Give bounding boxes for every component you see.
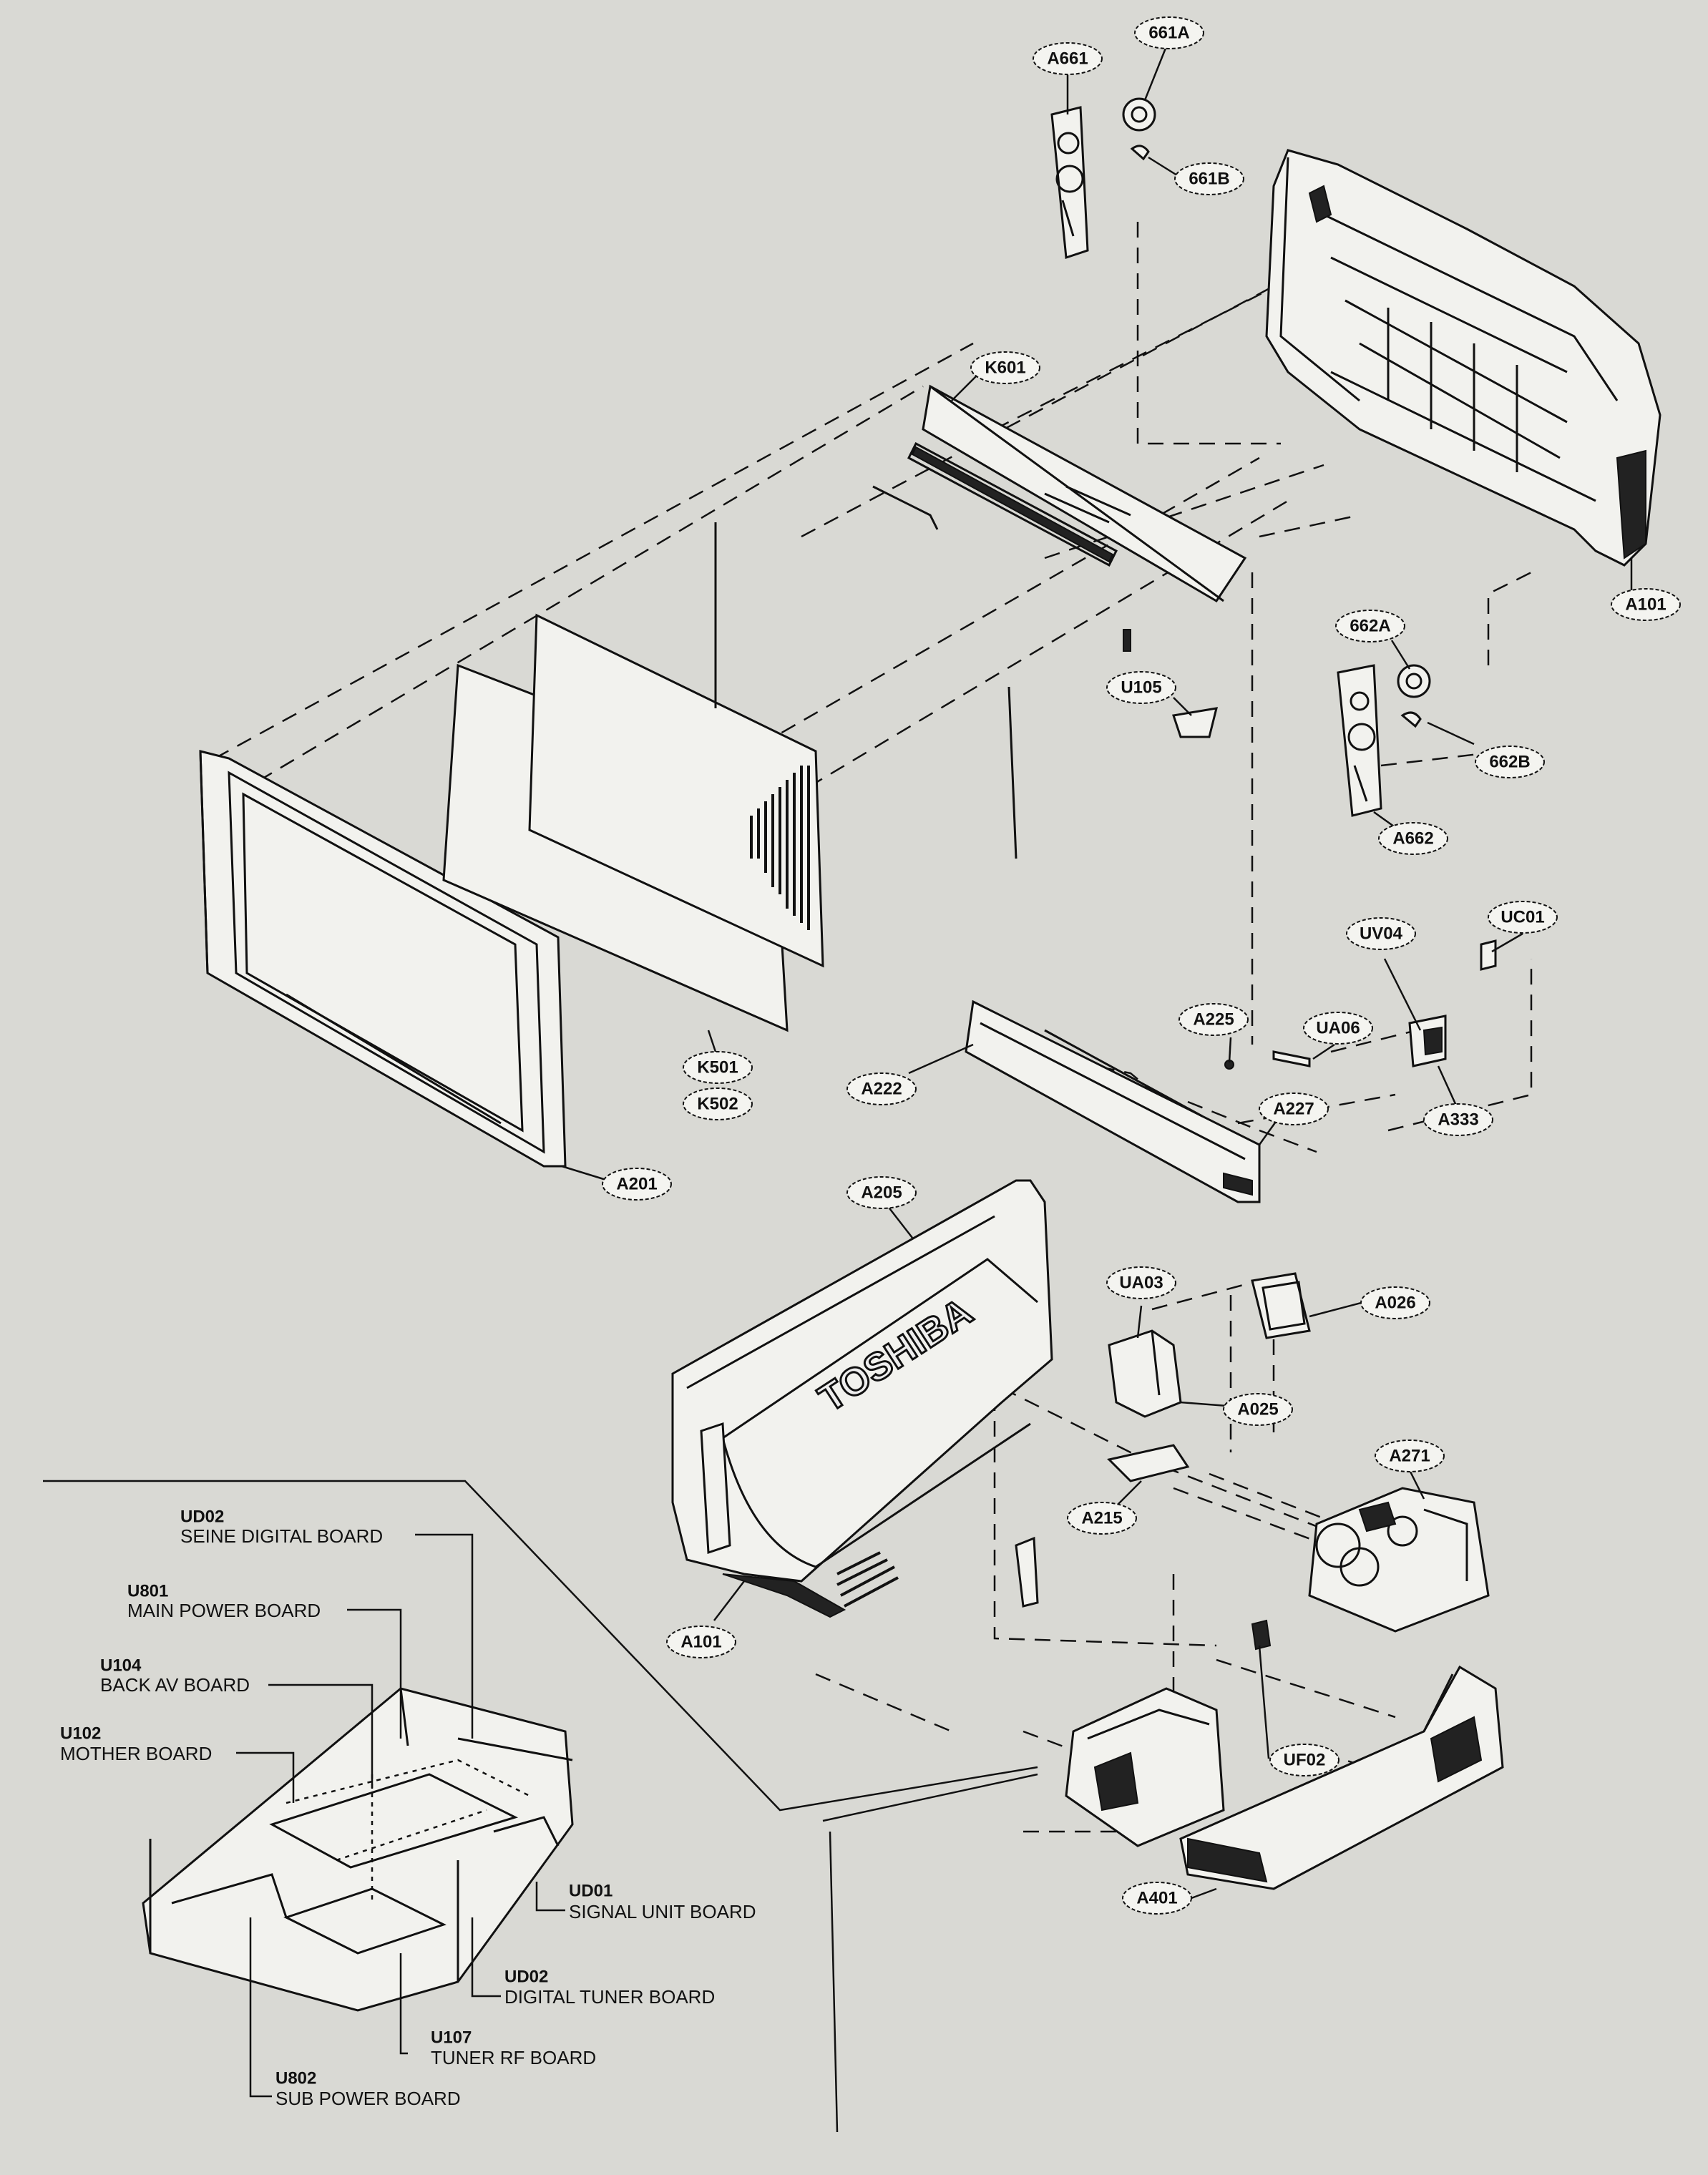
board-code: U102 xyxy=(60,1724,101,1744)
callout-661a: 661A xyxy=(1134,16,1204,49)
callout-662a: 662A xyxy=(1335,610,1405,642)
board-code: UD02 xyxy=(180,1507,224,1527)
svg-text:UA06: UA06 xyxy=(1316,1019,1360,1038)
callout-u105: U105 xyxy=(1106,671,1176,704)
board-name: MOTHER BOARD xyxy=(60,1743,212,1764)
svg-text:U105: U105 xyxy=(1121,678,1161,698)
svg-text:UF02: UF02 xyxy=(1284,1751,1326,1770)
svg-text:A661: A661 xyxy=(1047,49,1088,69)
board-labels: UD02 SEINE DIGITAL BOARD U801 MAIN POWER… xyxy=(60,1507,756,2110)
callout-uf02: UF02 xyxy=(1269,1744,1339,1776)
svg-text:A662: A662 xyxy=(1392,829,1433,849)
callout-a205: A205 xyxy=(846,1176,917,1209)
uv04-uc01-a333 xyxy=(1408,939,1497,1067)
callout-662b: 662B xyxy=(1475,746,1545,778)
svg-text:A101: A101 xyxy=(1625,595,1666,615)
callout-a025: A025 xyxy=(1223,1393,1293,1426)
svg-text:A333: A333 xyxy=(1438,1110,1478,1130)
board-code: U801 xyxy=(127,1582,168,1601)
speaker-left xyxy=(1050,97,1156,260)
svg-text:A026: A026 xyxy=(1375,1294,1415,1313)
rear-cabinet xyxy=(1265,149,1661,567)
callout-a227: A227 xyxy=(1259,1093,1329,1125)
callout-661b: 661B xyxy=(1174,162,1244,195)
svg-text:662A: 662A xyxy=(1350,617,1390,636)
board-name: MAIN POWER BOARD xyxy=(127,1600,321,1621)
board-name: SIGNAL UNIT BOARD xyxy=(569,1901,756,1922)
callout-ua03: UA03 xyxy=(1106,1266,1176,1299)
board-leaders xyxy=(236,1533,565,2098)
board-name: TUNER RF BOARD xyxy=(431,2047,596,2068)
panel-hatching xyxy=(750,766,810,930)
svg-text:A222: A222 xyxy=(861,1080,902,1099)
callout-a662: A662 xyxy=(1378,822,1448,855)
svg-text:A225: A225 xyxy=(1193,1010,1234,1030)
svg-text:UC01: UC01 xyxy=(1500,908,1544,927)
svg-text:661B: 661B xyxy=(1189,170,1229,189)
svg-text:K601: K601 xyxy=(985,358,1025,378)
callout-a101-top: A101 xyxy=(1611,588,1681,621)
svg-text:662B: 662B xyxy=(1489,753,1530,772)
svg-text:661A: 661A xyxy=(1148,24,1189,43)
svg-text:A227: A227 xyxy=(1273,1100,1314,1119)
svg-text:K502: K502 xyxy=(697,1095,738,1114)
callout-k601: K601 xyxy=(970,351,1040,384)
callout-a101-bottom: A101 xyxy=(666,1626,736,1658)
callout-a026: A026 xyxy=(1360,1286,1430,1319)
lens-assembly xyxy=(1308,1487,1490,1633)
callout-uv04: UV04 xyxy=(1346,917,1416,950)
callout-a215: A215 xyxy=(1067,1502,1137,1535)
board-code: U107 xyxy=(431,2028,472,2048)
board-name: BACK AV BOARD xyxy=(100,1674,250,1696)
brackets xyxy=(965,629,1311,1203)
callout-a271: A271 xyxy=(1375,1440,1445,1472)
svg-text:A205: A205 xyxy=(861,1183,902,1203)
board-code: UD02 xyxy=(504,1968,548,1987)
ua03-a026-a025-a215 xyxy=(1015,1272,1311,1608)
svg-text:UA03: UA03 xyxy=(1119,1274,1163,1293)
callout-k501: K501 xyxy=(683,1051,753,1084)
svg-text:A201: A201 xyxy=(616,1175,657,1194)
board-code: U104 xyxy=(100,1656,142,1676)
inset-frame xyxy=(43,1480,1038,2133)
callout-a225: A225 xyxy=(1178,1003,1249,1036)
vent-hatching xyxy=(836,1551,899,1608)
svg-text:K501: K501 xyxy=(697,1058,738,1077)
svg-text:A101: A101 xyxy=(680,1633,721,1652)
svg-text:A025: A025 xyxy=(1237,1400,1278,1419)
mirror-k601 xyxy=(872,384,1247,603)
callout-ua06: UA06 xyxy=(1303,1012,1373,1045)
svg-text:A401: A401 xyxy=(1136,1889,1177,1908)
board-code: U802 xyxy=(275,2069,316,2088)
callout-k502: K502 xyxy=(683,1088,753,1120)
svg-text:A271: A271 xyxy=(1389,1447,1430,1466)
board-name: SEINE DIGITAL BOARD xyxy=(180,1525,383,1547)
svg-text:UV04: UV04 xyxy=(1360,924,1403,944)
callout-a333: A333 xyxy=(1423,1103,1493,1136)
callout-a222: A222 xyxy=(846,1072,917,1105)
board-name: SUB POWER BOARD xyxy=(275,2088,461,2109)
screen-frame xyxy=(199,750,567,1168)
board-code: UD01 xyxy=(569,1882,613,1901)
screen-panels xyxy=(442,522,1018,1032)
chassis xyxy=(1065,1619,1504,1890)
speaker-right xyxy=(1337,664,1431,817)
board-name: DIGITAL TUNER BOARD xyxy=(504,1986,715,2008)
part-callouts: A661 661A 661B K601 A101 662A U105 662B … xyxy=(602,16,1681,1915)
light-engine: TOSHIBA xyxy=(671,1179,1053,1618)
callout-uc01: UC01 xyxy=(1488,901,1558,934)
callout-a401: A401 xyxy=(1122,1882,1192,1915)
svg-text:A215: A215 xyxy=(1081,1509,1122,1528)
callout-a661: A661 xyxy=(1033,42,1103,75)
board-layout-inset xyxy=(142,1687,574,2012)
callout-a201: A201 xyxy=(602,1168,672,1201)
